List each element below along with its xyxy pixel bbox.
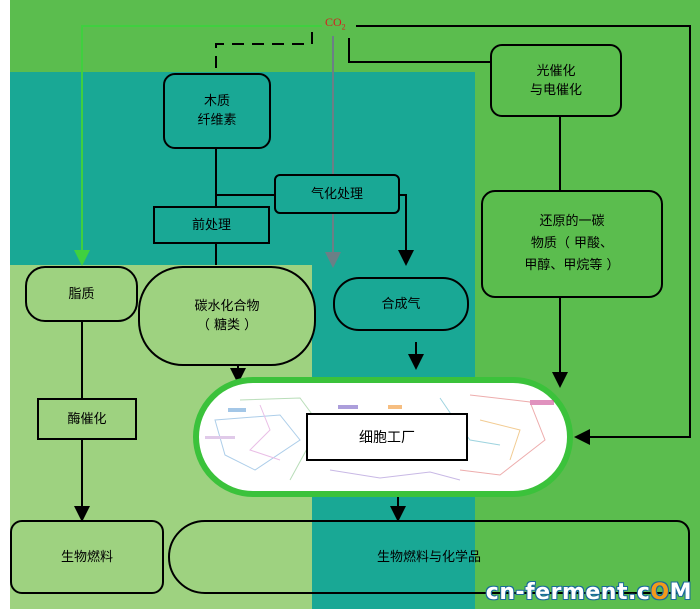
node-carbohydrate-label: 碳水化合物 （ 糖类 ） [194, 299, 260, 333]
node-cell-factory-label: 细胞工厂 [359, 430, 415, 446]
watermark-logo: cn-ferment.cOM [486, 580, 692, 605]
node-lipid-label: 脂质 [68, 286, 95, 302]
node-syngas-label: 合成气 [381, 296, 421, 312]
watermark-o: O [650, 580, 670, 605]
co2-label: CO2 [325, 15, 346, 31]
node-gasification: 气化处理 [274, 174, 400, 214]
node-gasification-label: 气化处理 [310, 186, 363, 202]
region-green-right [475, 72, 700, 609]
node-biofuel: 生物燃料 [10, 520, 164, 594]
node-lipid: 脂质 [25, 266, 138, 322]
co2-text: CO [325, 15, 342, 29]
node-cell-factory: 细胞工厂 [306, 413, 468, 461]
node-pretreatment-label: 前处理 [191, 217, 231, 233]
node-lignocellulose: 木质 纤维素 [163, 73, 271, 149]
node-enzyme-label: 酶催化 [67, 411, 107, 427]
node-photo-electro: 光催化 与电催化 [490, 44, 622, 117]
watermark-suffix: M [669, 580, 692, 605]
co2-subscript: 2 [341, 22, 346, 32]
node-biofuel-chem: 生物燃料与化学品 [168, 520, 690, 594]
metabolic-network [205, 394, 554, 481]
co2-to-lignocellulose-dashed [215, 32, 313, 72]
co2-to-lipid-arrow [74, 25, 322, 266]
gasification-to-syngas-arrow [398, 194, 414, 266]
node-reduced-c1-label: 还原的一碳 物质（ 甲酸、 甲醇、甲烷等 ） [524, 214, 620, 273]
node-enzyme: 酶催化 [37, 398, 137, 440]
node-pretreatment: 前处理 [153, 206, 270, 244]
node-carbohydrate: 碳水化合物 （ 糖类 ） [138, 266, 316, 366]
co2-to-photo-line [348, 38, 490, 63]
node-biofuel-label: 生物燃料 [60, 549, 113, 565]
node-lignocellulose-label: 木质 纤维素 [197, 94, 237, 128]
co2-to-cell-arrow [356, 25, 691, 445]
node-reduced-c1: 还原的一碳 物质（ 甲酸、 甲醇、甲烷等 ） [481, 190, 663, 298]
node-photo-electro-label: 光催化 与电催化 [529, 63, 582, 98]
node-syngas: 合成气 [333, 277, 469, 331]
node-biofuel-chem-label: 生物燃料与化学品 [376, 549, 481, 565]
watermark-prefix: cn-ferment.c [485, 580, 651, 605]
